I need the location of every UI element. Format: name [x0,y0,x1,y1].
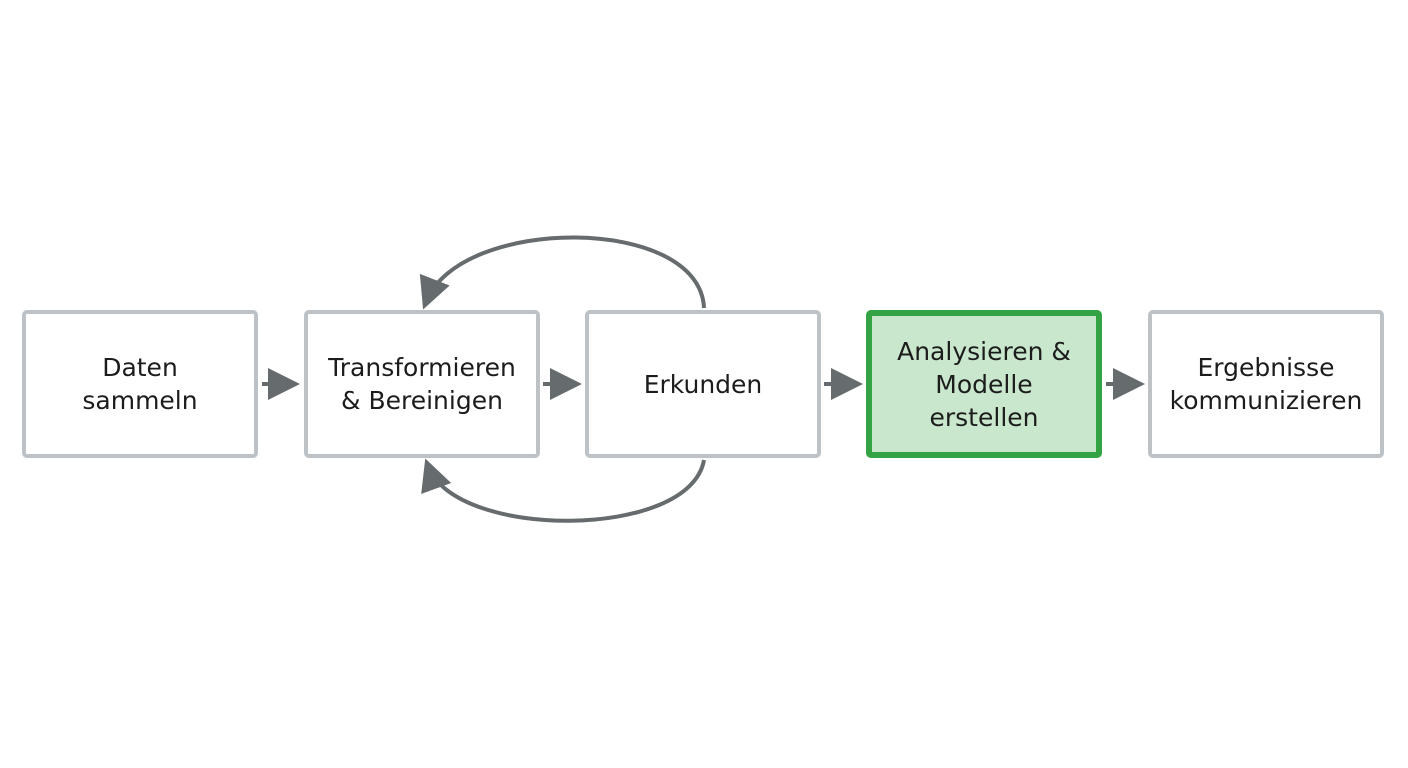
step-erkunden-label: Erkunden [643,369,763,399]
step-daten-sammeln-label: Daten sammeln [82,353,198,415]
step-analysieren-modelle-label: Analysieren & Modelle erstellen [897,336,1071,432]
step-daten-sammeln: Daten sammeln [22,310,258,458]
step-ergebnisse-kommunizieren: Ergebnisse kommunizieren [1148,310,1384,458]
loop-arrow-top [419,235,706,310]
step-erkunden: Erkunden [585,310,821,458]
step-transformieren-bereinigen-label: Transformieren & Bereinigen [328,353,516,415]
step-analysieren-modelle: Analysieren & Modelle erstellen [866,310,1102,458]
step-transformieren-bereinigen: Transformieren & Bereinigen [304,310,540,458]
step-ergebnisse-kommunizieren-label: Ergebnisse kommunizieren [1169,353,1363,415]
loop-arrow-bottom [421,458,706,523]
